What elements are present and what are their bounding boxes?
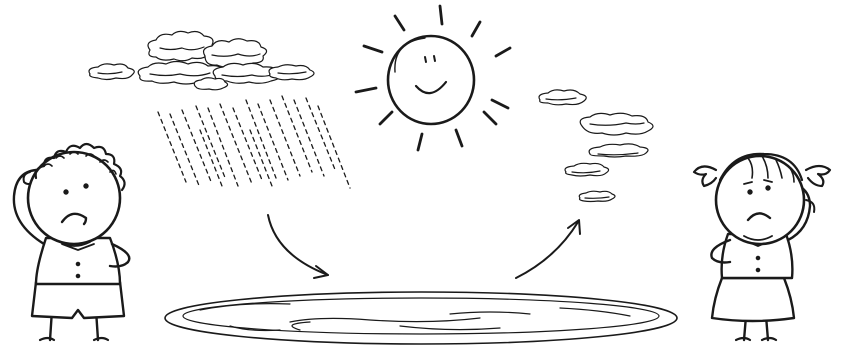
- rain-cloud-icon: [89, 31, 314, 89]
- rain-icon: [158, 96, 350, 188]
- girl-figure-icon: [694, 154, 830, 340]
- rain-to-puddle-arrow: [268, 215, 328, 278]
- sun-icon: [356, 6, 510, 150]
- vapor-cloud-icon: [539, 90, 653, 202]
- puddle-to-vapor-arrow: [516, 220, 580, 278]
- boy-figure-icon: [14, 144, 129, 340]
- puddle-icon: [165, 292, 677, 344]
